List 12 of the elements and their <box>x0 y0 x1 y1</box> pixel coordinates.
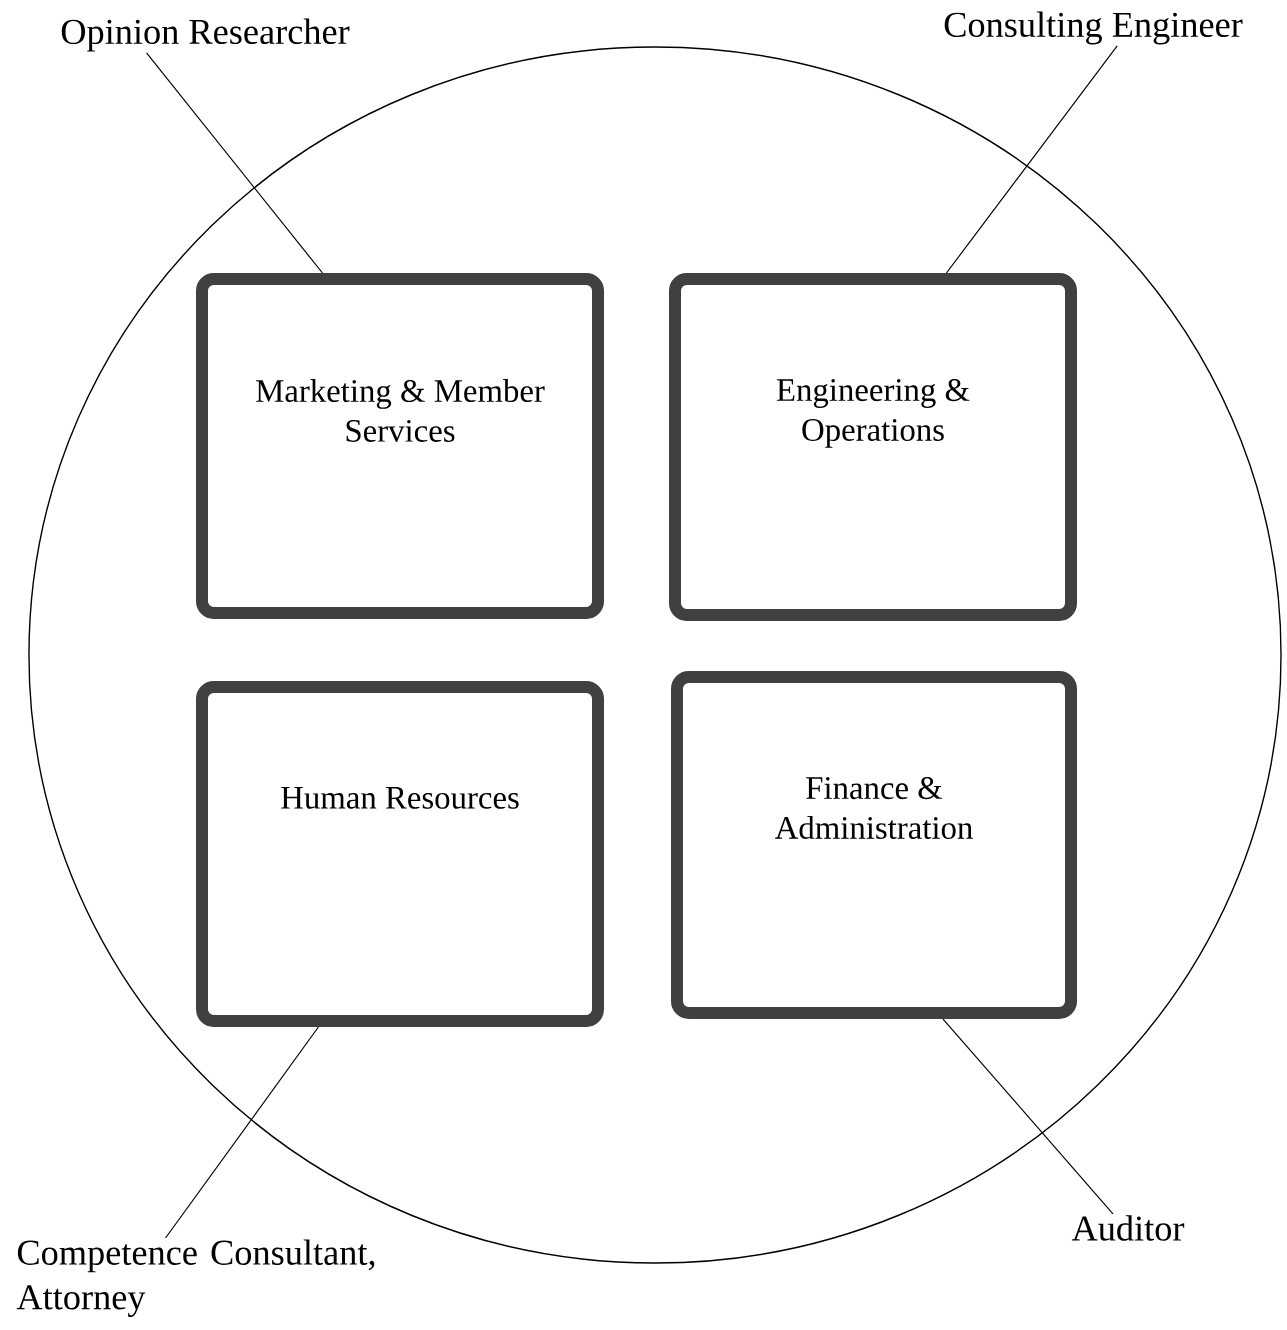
department-box: Finance & Administration <box>671 671 1077 1019</box>
department-box: Engineering & Operations <box>669 273 1077 621</box>
department-box: Marketing & Member Services <box>196 273 604 619</box>
role-label: Opinion Researcher <box>61 18 350 52</box>
role-label: Consulting Engineer <box>944 11 1243 45</box>
leader-line <box>945 45 1118 274</box>
role-label: Auditor <box>1071 1215 1185 1241</box>
leader-line <box>942 1018 1114 1215</box>
leader-line <box>145 52 324 274</box>
leader-line <box>164 1026 319 1239</box>
department-box: Human Resources <box>196 681 604 1027</box>
role-label: Competence Consultant, Attorney <box>16 1239 375 1317</box>
